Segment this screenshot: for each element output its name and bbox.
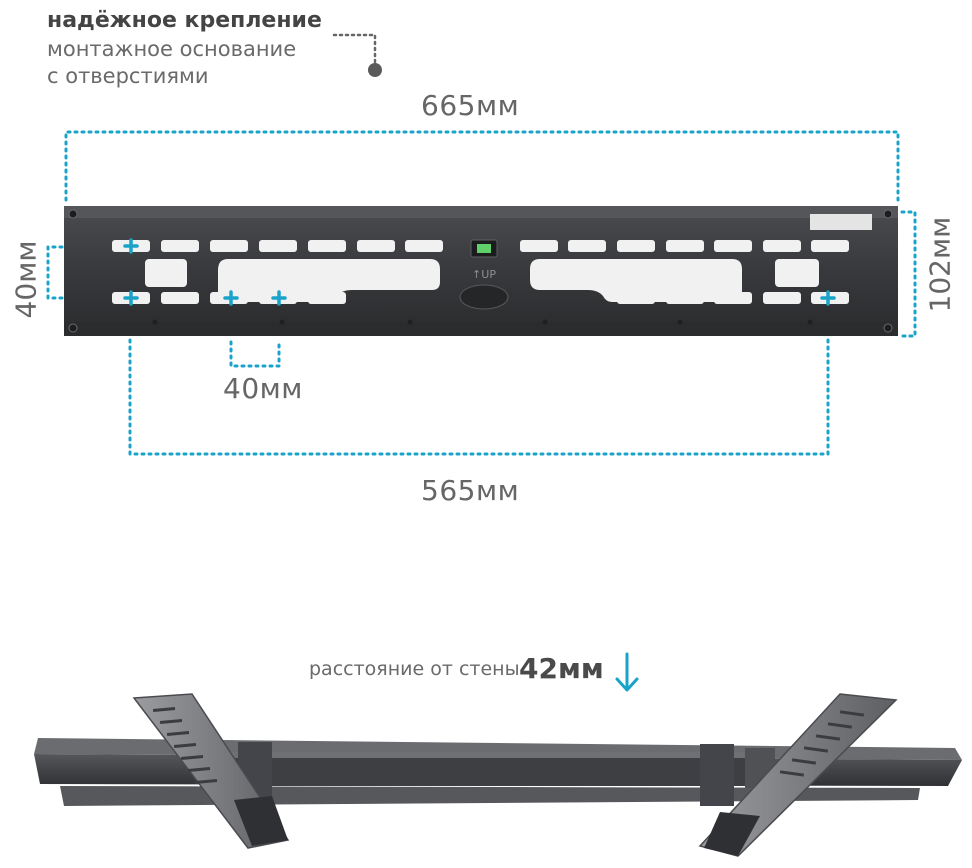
wall-plate: ↑UP (64, 206, 898, 336)
feature-callout (332, 33, 382, 77)
wall-distance-label: расстояние от стены (309, 658, 520, 680)
hole-spacing-dimension-label: 40мм (223, 372, 303, 405)
height-dimension-label: 102мм (923, 216, 957, 313)
wall-distance-value: 42мм (519, 652, 604, 685)
width-dimension-label: 665мм (421, 89, 520, 122)
dot-icon (368, 63, 382, 77)
hole-spacing-dimension-line (229, 340, 281, 368)
plus-icon (123, 238, 836, 306)
holes-width-dimension-line (128, 338, 830, 456)
feature-description-line-2: с отверстиями (47, 64, 209, 88)
height-dimension-line (900, 210, 917, 338)
width-dimension-line (64, 130, 900, 202)
side-dimension-line (46, 245, 64, 300)
feature-title: надёжное крепление (47, 8, 322, 33)
down-arrow-icon (615, 652, 639, 692)
side-dimension-label: 40мм (9, 240, 43, 319)
mount-perspective-view (34, 693, 962, 857)
holes-width-dimension-label: 565мм (421, 474, 520, 507)
svg-text:↑UP: ↑UP (472, 268, 496, 281)
feature-description-line-1: монтажное основание (47, 37, 297, 61)
